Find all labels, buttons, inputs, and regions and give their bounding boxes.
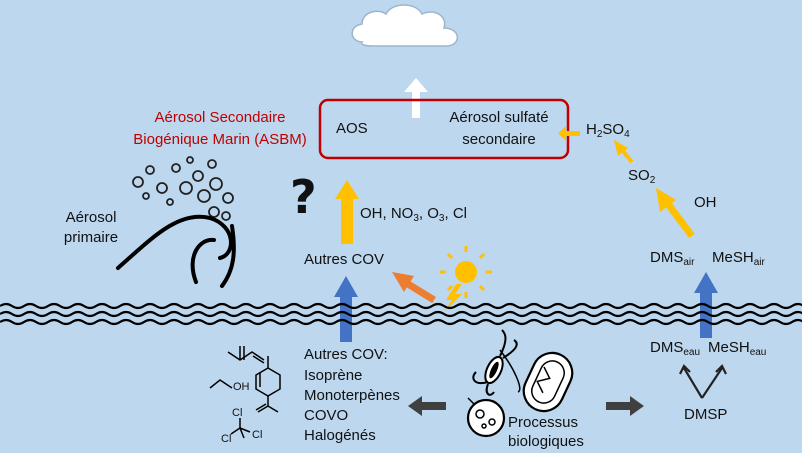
arrow-sunlight [392, 272, 436, 303]
arrow-dmsp-split [679, 364, 727, 399]
biologiques-label: biologiques [508, 433, 584, 450]
mesh-text: MeSH [712, 249, 754, 266]
cl-label-right: Cl [252, 429, 263, 441]
oxidants-prefix: OH, NO [360, 205, 414, 222]
primary-aerosol-line1: Aérosol [65, 209, 117, 226]
mesh-eau-text: MeSH [708, 339, 750, 356]
bacterium-icon [522, 351, 574, 413]
monoterpenes-label: Monoterpènes [304, 387, 400, 404]
primary-aerosol-line2: primaire [63, 229, 119, 246]
cl-label-top: Cl [232, 407, 243, 419]
o3-sub: 3 [438, 213, 445, 224]
so2-sub2: 2 [649, 175, 656, 186]
oxidants-label: OH, NO3, O3, Cl [360, 204, 467, 224]
asbm-title-line1: Aérosol Secondaire [154, 109, 286, 126]
h2so4-so: SO [602, 121, 625, 138]
copepod-icon [472, 329, 521, 396]
aos-label: AOS [336, 120, 368, 137]
water-surface [0, 302, 802, 326]
h2so4-sub2: 2 [596, 129, 603, 140]
sun-icon [440, 246, 492, 312]
terpene-molecule-icon [255, 356, 281, 413]
dms-text: DMS [650, 249, 684, 266]
h2so4-h: H [586, 121, 597, 138]
chloromethane-molecule-icon [230, 418, 251, 439]
sulfate-aerosol-line2: secondaire [462, 131, 536, 148]
autres-cov-air-label: Autres COV [304, 251, 385, 268]
no3-sub: 3 [413, 213, 419, 224]
mesh-eau-sub: eau [749, 347, 767, 358]
dms-eau-text: DMS [650, 339, 684, 356]
halogenes-label: Halogénés [304, 427, 376, 444]
arrow-dms-to-so2 [656, 188, 695, 239]
autres-cov-water-label: Autres COV: [304, 346, 388, 363]
arrow-bio-to-dmsp [606, 396, 644, 416]
ethanol-molecule-icon [209, 379, 233, 389]
dms-eau-sub: eau [683, 347, 701, 358]
mesh-eau-label: MeSHeau [708, 338, 767, 358]
asbm-title-line2: Biogénique Marin (ASBM) [133, 131, 307, 148]
ethanol-oh-label: OH [233, 381, 250, 393]
oxidants-suffix: , Cl [444, 205, 467, 222]
processus-label: Processus [508, 414, 579, 431]
isoprene-label: Isoprène [304, 367, 363, 384]
oh-right-label: OH [694, 194, 717, 211]
so2-so: SO [628, 167, 650, 184]
isoprene-molecule-icon [227, 346, 265, 364]
covo-label: COVO [304, 407, 349, 424]
cl-label-left: Cl [221, 433, 232, 445]
bubbles-icon [132, 156, 234, 221]
arrow-h2so4-to-box [558, 126, 580, 141]
white-arrow-to-cloud [404, 78, 428, 118]
h2so4-label: H2SO4 [586, 120, 630, 140]
diatom-icon [466, 397, 506, 438]
sulfate-aerosol-line1: Aérosol sulfaté [449, 109, 549, 126]
dmsp-label: DMSP [684, 406, 728, 423]
dms-air-label: DMSair [650, 248, 695, 268]
aerosol-box [318, 98, 570, 160]
h2so4-sub4: 4 [624, 129, 630, 140]
oxidants-mid: , O [418, 205, 439, 222]
dms-air-sub: air [683, 257, 695, 268]
arrow-cov-to-aos [335, 180, 359, 244]
cloud-icon [351, 4, 458, 47]
arrow-so2-to-h2so4 [614, 140, 634, 164]
wave-icon [116, 214, 236, 288]
dms-eau-label: DMSeau [650, 338, 701, 358]
arrow-bio-to-cov [408, 396, 446, 416]
mesh-air-label: MeSHair [712, 248, 765, 268]
mesh-air-sub: air [753, 257, 765, 268]
question-mark: ? [290, 170, 317, 224]
so2-label: SO2 [628, 166, 656, 186]
